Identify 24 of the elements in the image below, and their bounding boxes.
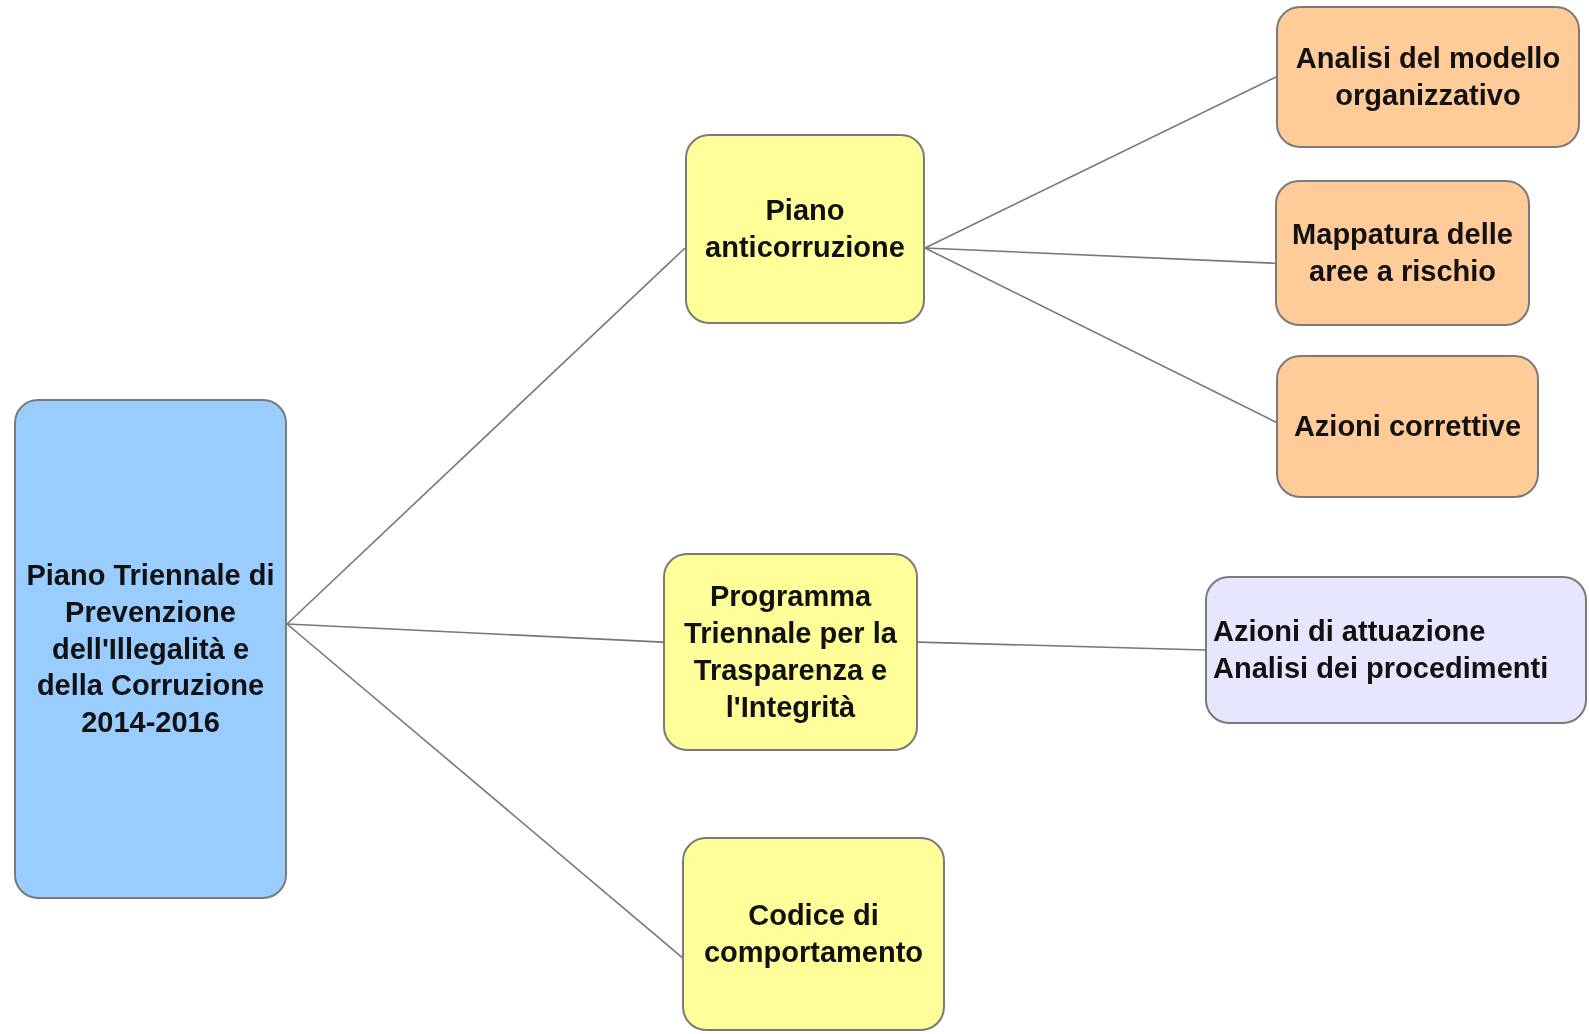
rounded-box — [685, 134, 925, 324]
rounded-box — [663, 553, 918, 751]
box-text: Codice di comportamento — [702, 898, 925, 970]
box-text: Mappatura delle aree a rischio — [1291, 217, 1514, 289]
box-text: Analisi del modello organizzativo — [1294, 41, 1562, 113]
rounded-box — [1276, 355, 1539, 498]
box-text: Piano Triennale di Prevenzione dell'Illegalità e della Corruzione 2014-2016 — [25, 557, 276, 741]
rounded-box — [682, 837, 945, 1031]
connector-line — [924, 247, 1277, 423]
rounded-box — [1205, 576, 1587, 724]
box-text: Programma Triennale per la Trasparenza e l'Integrità — [683, 579, 898, 725]
connector-line — [924, 247, 1276, 265]
rounded-box — [1275, 180, 1530, 326]
rounded-box — [14, 399, 287, 899]
connector-line — [286, 623, 664, 643]
connector-line — [286, 623, 683, 959]
box-text: Azioni di attuazione — [1213, 614, 1486, 650]
box-text: Azioni correttive — [1293, 409, 1522, 445]
connector-line — [924, 76, 1277, 249]
rounded-box — [1276, 6, 1580, 148]
connector-line — [286, 247, 686, 625]
box-text: Piano anticorruzione — [704, 193, 906, 265]
box-text: Analisi dei procedimenti — [1213, 651, 1549, 686]
connector-line — [917, 641, 1206, 651]
